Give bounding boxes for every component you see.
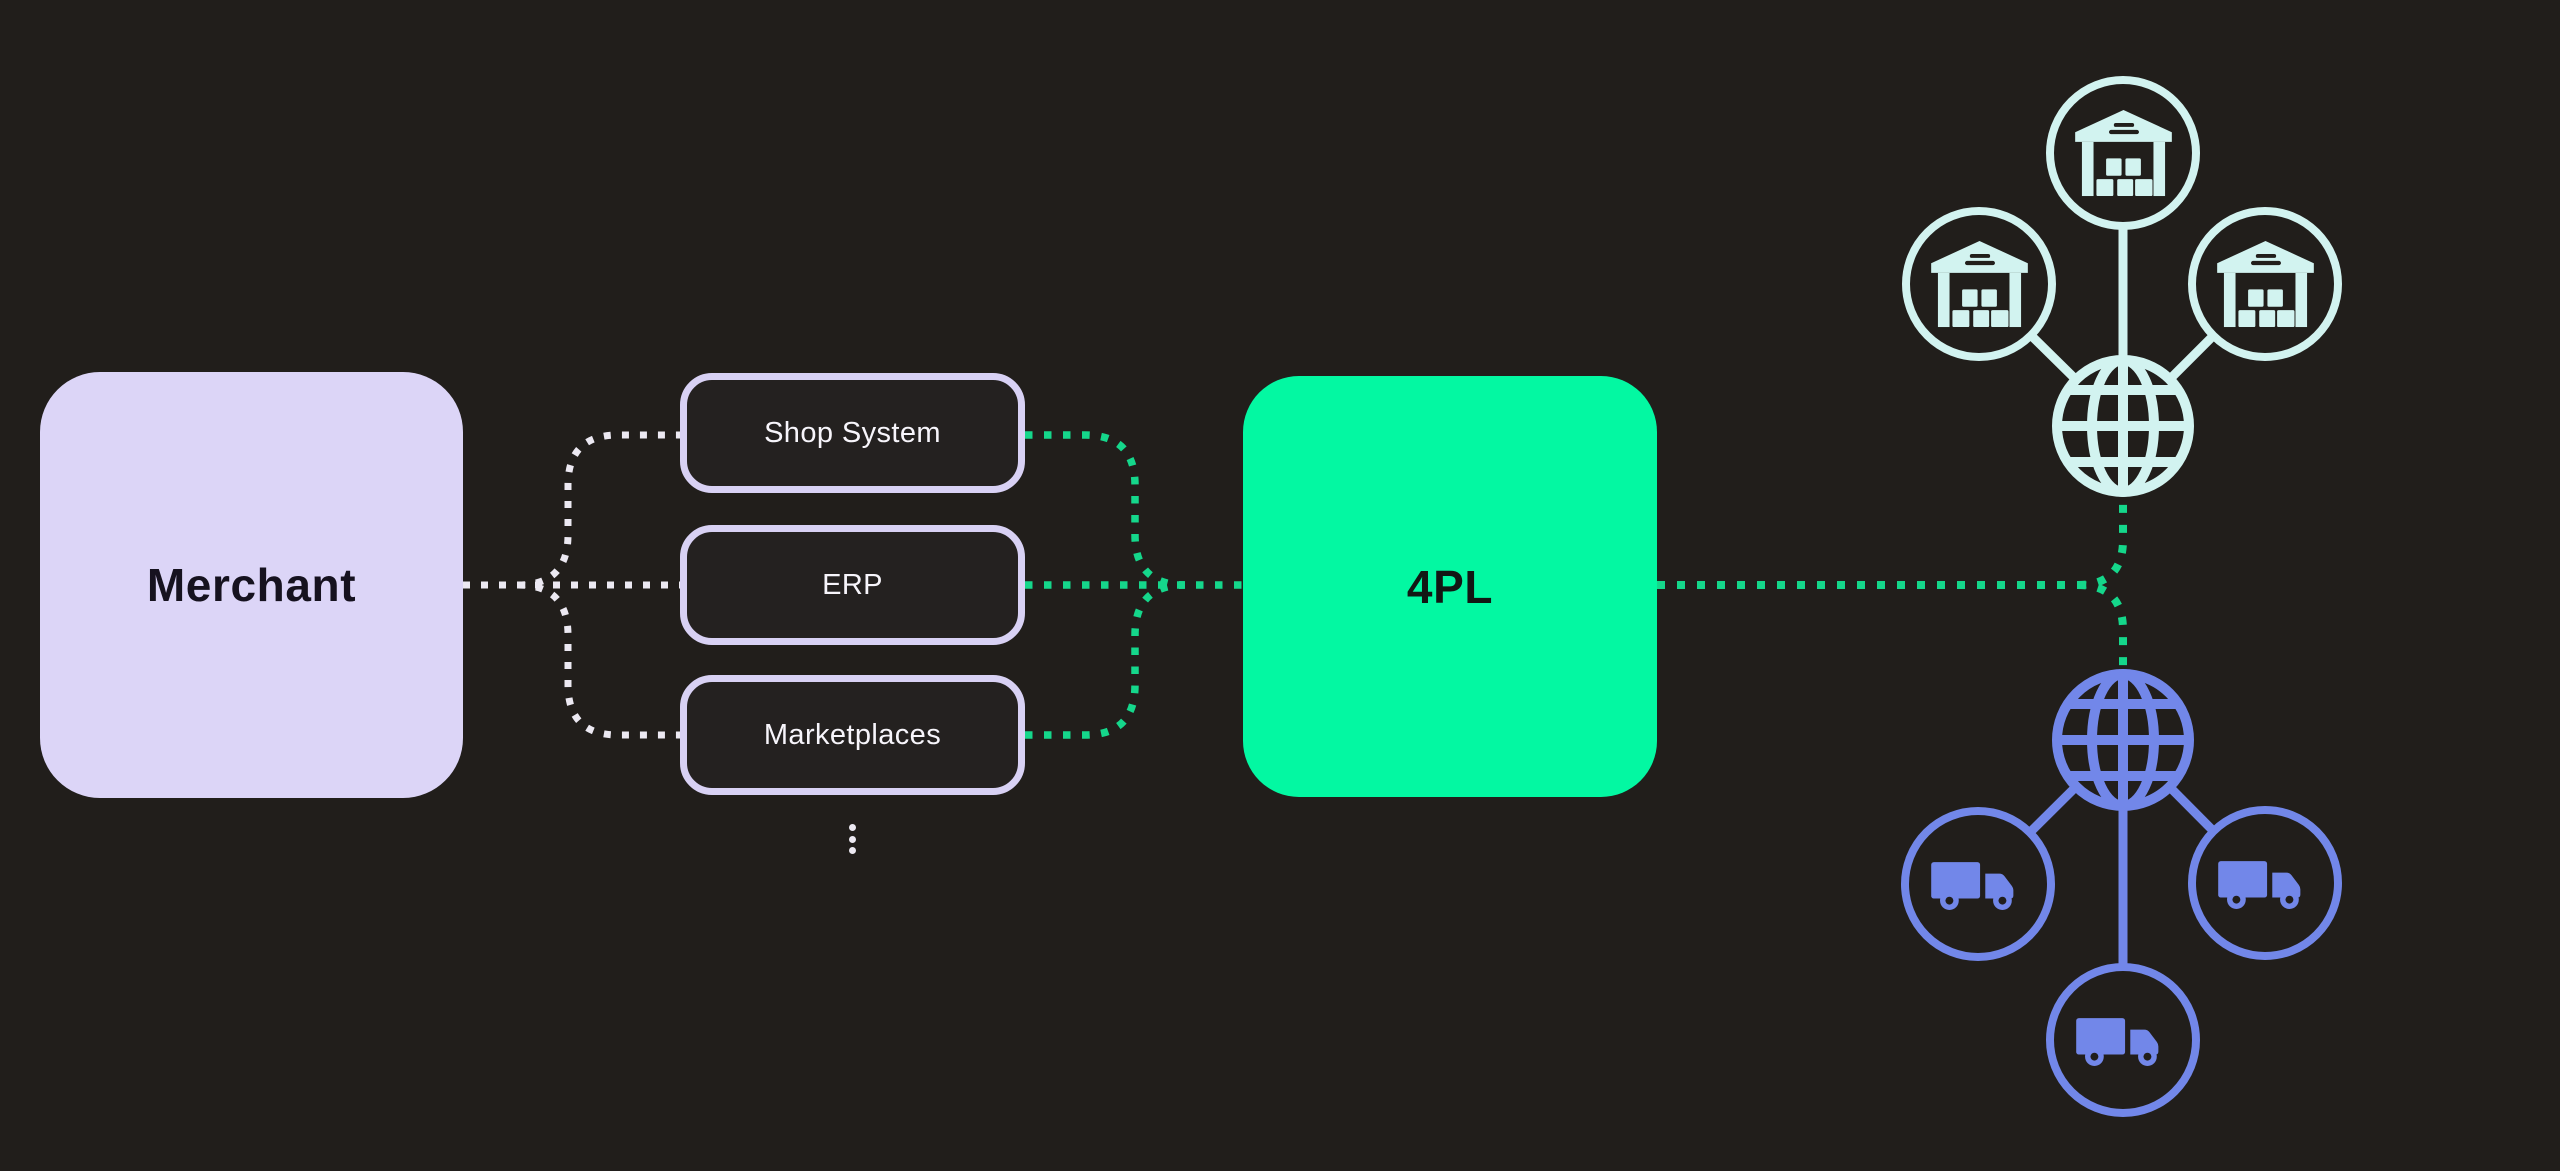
truck-node-right — [2188, 806, 2342, 960]
warehouse-icon — [2216, 240, 2314, 327]
wire-merchant-marketplaces — [517, 581, 680, 739]
warehouse-icon — [1930, 240, 2028, 327]
more-channels-ellipsis-icon — [849, 824, 856, 854]
shop-system-label: Shop System — [764, 416, 941, 449]
node-4pl: 4PL — [1243, 376, 1657, 797]
wire-marketplaces-4pl — [1025, 581, 1186, 739]
truck-node-bottom — [2046, 963, 2200, 1117]
truck-icon — [1931, 862, 2014, 910]
node-erp: ERP — [680, 525, 1025, 645]
node-merchant: Merchant — [40, 372, 463, 798]
warehouse-node-top — [2046, 76, 2200, 230]
truck-icon — [2076, 1018, 2159, 1066]
erp-label: ERP — [822, 568, 883, 601]
wire-shop-system-4pl — [1025, 431, 1186, 589]
truck-icon — [2218, 861, 2301, 909]
marketplaces-label: Marketplaces — [763, 718, 942, 751]
wire-merchant-shop-system — [517, 431, 680, 589]
warehouse-icon — [2074, 109, 2172, 196]
warehouse-node-right — [2188, 207, 2342, 361]
4pl-label: 4PL — [1406, 560, 1494, 613]
warehouse-node-left — [1902, 207, 2056, 361]
globe-icon — [2052, 669, 2194, 811]
truck-node-left — [1901, 807, 2055, 961]
wire-branch-warehouse-network — [2077, 497, 2127, 589]
node-marketplaces: Marketplaces — [680, 675, 1025, 795]
node-shop-system: Shop System — [680, 373, 1025, 493]
merchant-label: Merchant — [146, 559, 357, 611]
wire-branch-carrier-network — [2077, 581, 2127, 669]
globe-icon — [2052, 355, 2194, 497]
